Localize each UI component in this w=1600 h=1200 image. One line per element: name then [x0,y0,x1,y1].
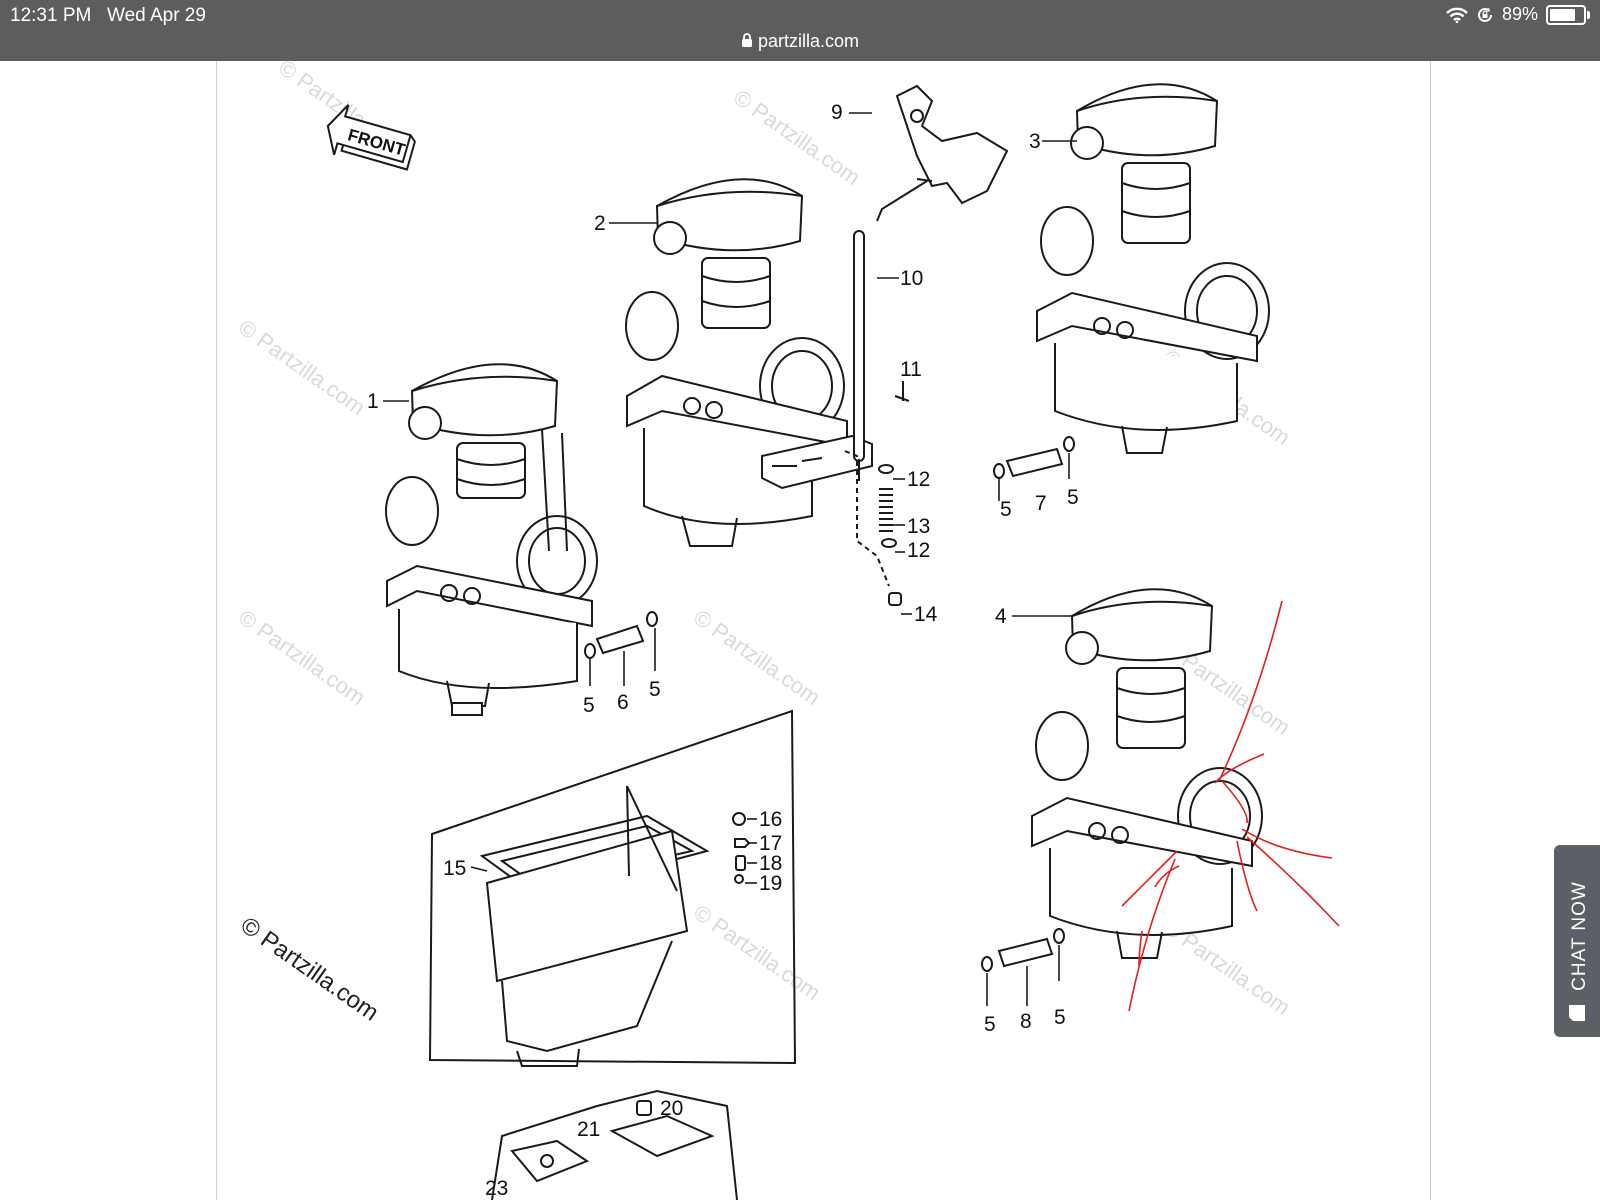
float-chamber-kit [428,709,797,1067]
callout-label: 12 [907,539,930,562]
status-icons: 89% [1446,4,1590,25]
callout-label: 20 [660,1097,683,1120]
chat-now-label: CHAT NOW [1569,881,1590,991]
callout-label: 2 [594,212,606,235]
watermark: © Partzilla.com [729,85,865,191]
callout-label: 5 [1000,498,1012,521]
carburetor-3 [1036,83,1270,454]
rotation-lock-icon [1477,7,1492,22]
red-annotations [1121,600,1340,1012]
watermark: © Partzilla.com [689,900,825,1006]
address-bar[interactable]: partzilla.com [0,31,1600,52]
linkage-parts [844,84,1009,606]
lock-icon [741,33,752,47]
tubes-and-clips [584,436,1075,972]
callout-label: 12 [907,468,930,491]
callout-label: 13 [907,515,930,538]
callout-label: 4 [995,605,1007,628]
lower-parts [491,1089,738,1200]
chat-icon [1569,1005,1585,1021]
callout-label: 15 [443,857,466,880]
callout-label: 8 [1020,1010,1032,1033]
callout-label: 5 [1067,486,1079,509]
callout-label: 14 [914,603,938,626]
callout-label: 5 [583,694,595,717]
carburetor-4 [1031,588,1263,959]
callout-label: 1 [367,390,379,413]
parts-diagram: © Partzilla.com © Partzilla.com © Partzi… [234,61,1340,1200]
wifi-icon [1446,7,1468,23]
carburetor-1 [385,363,598,716]
url-text: partzilla.com [757,31,860,51]
watermark: © Partzilla.com [234,605,370,711]
page-content[interactable]: © Partzilla.com © Partzilla.com © Partzi… [216,61,1431,1200]
callout-label: 3 [1029,130,1041,153]
callout-label: 5 [649,678,661,701]
watermark: © Partzilla.com [689,605,825,711]
battery-icon [1546,4,1590,25]
callout-label: 10 [900,267,923,290]
battery-level [1550,8,1575,21]
front-arrow-icon: FRONT [326,104,416,171]
callout-label: 19 [759,872,782,895]
callout-labels: 1 2 3 4 5 5 5 5 5 5 6 7 8 9 10 11 12 12 … [367,101,1079,1200]
callout-label: 11 [900,358,922,381]
callout-label: 16 [759,808,782,831]
callout-label: 7 [1035,492,1047,515]
callout-label: 17 [759,832,782,855]
battery-percentage: 89% [1501,4,1538,24]
watermark: © Partzilla.com [234,315,370,421]
status-date: Wed Apr 29 [107,5,206,26]
chat-now-button[interactable]: CHAT NOW [1554,845,1600,1037]
callout-label: 23 [485,1177,508,1200]
callout-label: 6 [617,691,629,714]
callout-label: 5 [1054,1006,1066,1029]
leader-lines [383,112,1077,1006]
browser-status-bar: 12:31 PM Wed Apr 29 partzilla.com 89% [0,0,1600,61]
carburetor-2 [625,178,873,547]
callout-label: 5 [984,1013,996,1036]
status-time: 12:31 PM [10,5,92,26]
callout-label: 18 [759,852,782,875]
copyright-watermark: © Partzilla.com [236,912,384,1027]
callout-label: 9 [831,101,843,124]
callout-label: 21 [577,1118,600,1141]
